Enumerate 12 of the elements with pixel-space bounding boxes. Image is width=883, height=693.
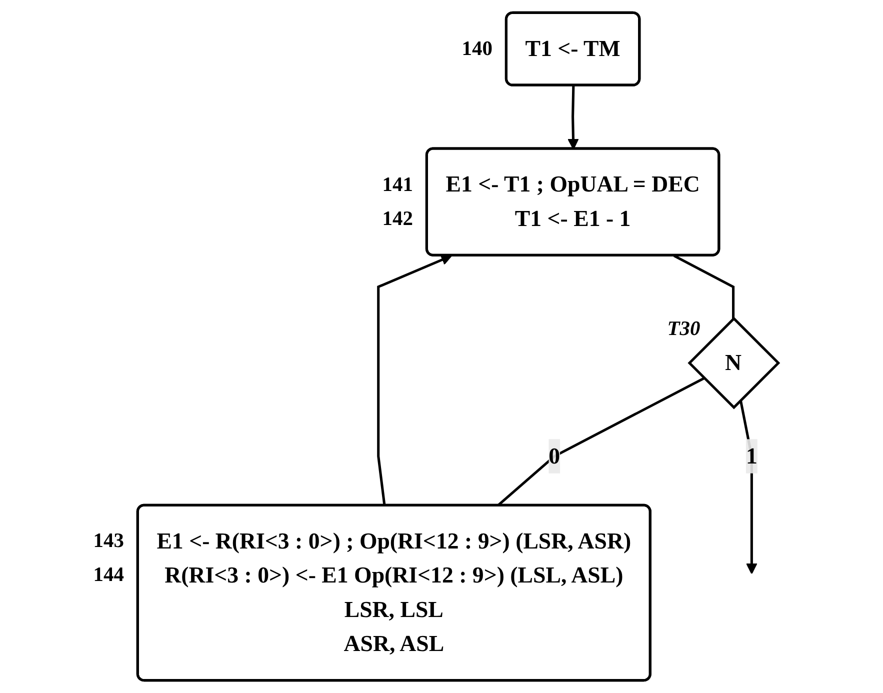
- condition-label: T30: [667, 318, 700, 340]
- connector: [673, 254, 735, 319]
- step-number: 142: [382, 208, 413, 230]
- edge-label: 0: [548, 442, 560, 468]
- arrow: [377, 254, 452, 506]
- step-number: 144: [93, 565, 124, 586]
- edge-label: 1: [746, 442, 758, 468]
- step-number: 143: [93, 531, 124, 552]
- step-number: 140: [462, 38, 492, 60]
- arrow: [739, 400, 758, 574]
- arrow: [568, 86, 579, 150]
- step-number: 141: [382, 174, 413, 195]
